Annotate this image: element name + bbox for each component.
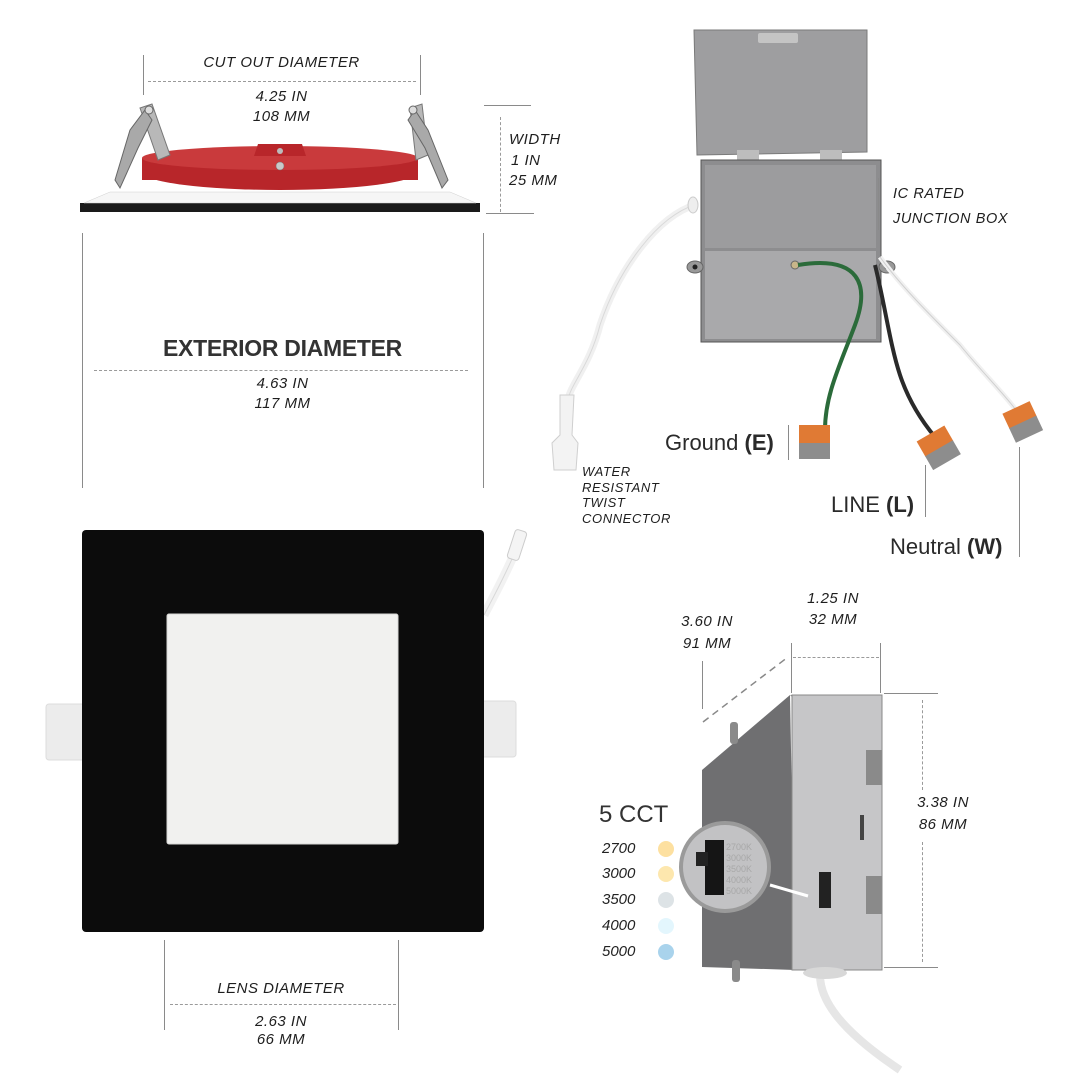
width-top-tick [484, 105, 531, 106]
neutral-label-text: Neutral [890, 534, 961, 559]
cct-title: 5 CCT [599, 801, 669, 828]
line-label-text: LINE [831, 492, 880, 517]
exterior-mm: 117 MM [254, 395, 311, 412]
exterior-right-tick [483, 233, 484, 488]
box-width-dashline [793, 657, 879, 658]
cct-color-swatch-icon [658, 917, 674, 934]
cct-option-3500: 3500 [602, 891, 674, 908]
cct-option-value: 3500 [602, 891, 636, 908]
junction-box-open [551, 29, 1044, 471]
svg-text:2700K: 2700K [726, 842, 752, 852]
line-label-line [925, 465, 926, 517]
box-width-inches: 1.25 IN [807, 590, 859, 607]
cct-color-swatch-icon [658, 891, 674, 908]
downlight-side-profile [80, 103, 480, 212]
width-bottom-tick [486, 213, 534, 214]
lens-dashline [170, 1004, 396, 1005]
lens-title: LENS DIAMETER [217, 980, 345, 997]
exterior-left-tick [82, 233, 83, 488]
cutout-right-tick [420, 55, 421, 95]
width-title: WIDTH [509, 131, 561, 148]
lens-right-tick [398, 940, 399, 1030]
junction-box-title-line2: JUNCTION BOX [893, 211, 1009, 227]
cct-option-5000: 5000 [602, 943, 674, 960]
exterior-inches: 4.63 IN [256, 375, 309, 392]
box-width-mm: 32 MM [808, 611, 858, 628]
cct-option-value: 4000 [602, 917, 636, 934]
box-width-left-tick [791, 643, 792, 693]
line-label-code: (L) [886, 492, 915, 517]
cutout-title: CUT OUT DIAMETER [203, 54, 360, 71]
junction-box-label-line [878, 178, 879, 230]
box-height-top-tick [884, 693, 938, 694]
lens-left-tick [164, 940, 165, 1030]
cct-color-swatch-icon [658, 865, 674, 882]
neutral-wire-connector [1002, 401, 1044, 443]
box-height-bottom-tick [884, 967, 938, 968]
svg-text:5000K: 5000K [726, 886, 752, 896]
neutral-label-code: (W) [967, 534, 1003, 559]
box-depth-mm: 91 MM [682, 635, 732, 652]
connector-label: WATER RESISTANT TWIST CONNECTOR [582, 464, 671, 526]
neutral-label: Neutral (W) [890, 534, 1002, 560]
cutout-inches: 4.25 IN [255, 88, 308, 105]
ground-wire-connector [799, 425, 830, 459]
junction-box-title-line1: IC RATED [893, 186, 965, 202]
cct-color-swatch-icon [658, 840, 674, 857]
cct-option-value: 2700 [602, 840, 636, 857]
ground-label-text: Ground [665, 430, 739, 455]
exterior-dashline [94, 370, 468, 371]
lens-inches: 2.63 IN [255, 1013, 307, 1030]
cct-option-4000: 4000 [602, 917, 674, 934]
box-depth-inches: 3.60 IN [681, 613, 733, 630]
cutout-mm: 108 MM [252, 108, 311, 125]
ground-label: Ground (E) [665, 430, 774, 456]
cct-color-swatch-icon [658, 943, 674, 960]
box-height-mm: 86 MM [918, 816, 968, 833]
connector-label-line4: CONNECTOR [582, 510, 671, 526]
cutout-left-tick [143, 55, 144, 95]
connector-label-line1: WATER [582, 464, 631, 479]
box-height-inches: 3.38 IN [917, 794, 969, 811]
width-inches: 1 IN [511, 152, 541, 169]
width-dashline [500, 117, 501, 212]
connector-label-line2: RESISTANT [582, 479, 660, 495]
cct-option-value: 3000 [602, 865, 636, 882]
exterior-title: EXTERIOR DIAMETER [163, 335, 402, 361]
neutral-label-line [1019, 447, 1020, 557]
svg-text:3500K: 3500K [726, 864, 752, 874]
cct-option-value: 5000 [602, 943, 636, 960]
lens-mm: 66 MM [256, 1031, 306, 1048]
driver-box: 2700K 3000K 3500K 4000K 5000K [679, 656, 903, 1074]
junction-box-label: IC RATED JUNCTION BOX [893, 182, 1008, 232]
svg-text:4000K: 4000K [726, 875, 752, 885]
downlight-front-view [45, 529, 528, 932]
line-label: LINE (L) [831, 492, 914, 518]
width-mm: 25 MM [509, 172, 558, 189]
cct-option-2700: 2700 [602, 840, 674, 857]
box-depth-tick [702, 661, 703, 709]
cutout-dashline [148, 81, 416, 82]
svg-text:3000K: 3000K [726, 853, 752, 863]
ground-label-code: (E) [744, 430, 774, 455]
line-wire-connector [916, 425, 961, 471]
cct-option-3000: 3000 [602, 865, 674, 882]
connector-label-line3: TWIST [582, 495, 626, 510]
ground-label-line [788, 425, 789, 460]
box-height-dashline-bottom [922, 842, 923, 962]
box-width-right-tick [880, 643, 881, 693]
box-height-dashline-top [922, 700, 923, 790]
